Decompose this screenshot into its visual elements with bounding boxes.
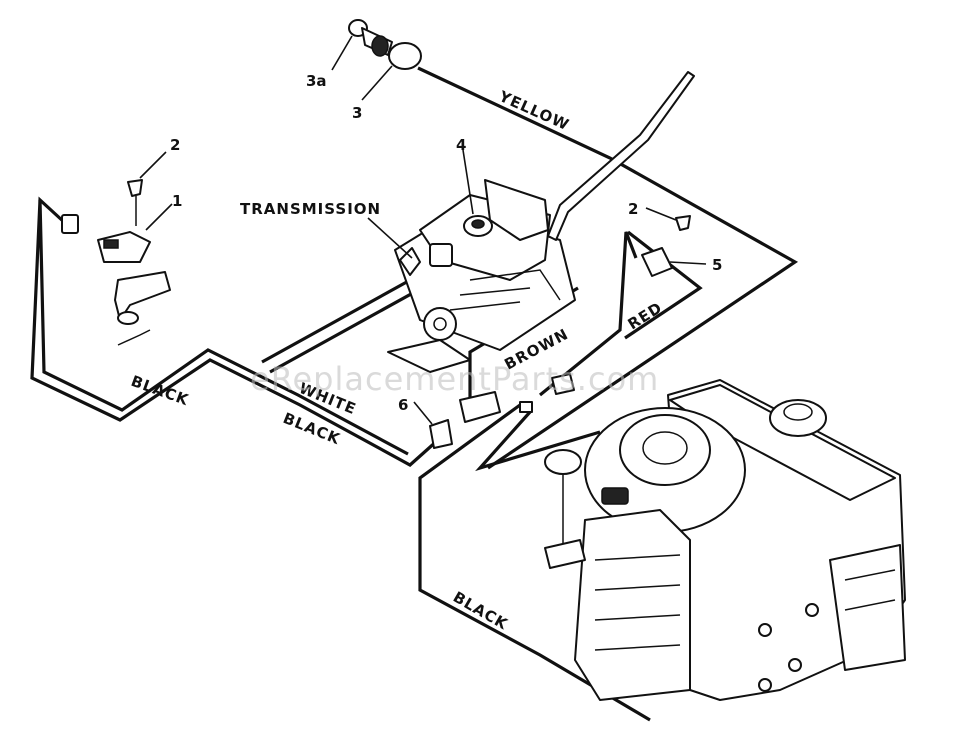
label-red: RED: [625, 298, 666, 333]
carburetor: [544, 539, 586, 569]
engine: [544, 379, 906, 701]
switch-bracket: [114, 271, 171, 321]
seat-switch-assembly: [61, 179, 171, 346]
leader-lines: [139, 35, 707, 425]
shift-lever: [547, 71, 695, 241]
screw-2-right: [675, 215, 691, 231]
fuel-cap: [769, 399, 827, 437]
callout-6: 6: [398, 396, 408, 414]
callout-5: 5: [712, 256, 722, 274]
ignition-switch: [348, 19, 422, 70]
recoil-starter: [619, 414, 711, 486]
label-transmission: TRANSMISSION: [240, 200, 381, 218]
callout-3: 3: [352, 104, 362, 122]
callout-2-right: 2: [628, 200, 638, 218]
engine-side: [574, 509, 691, 701]
callout-2-left: 2: [170, 136, 180, 154]
switch-tab: [103, 239, 119, 249]
connector-6: [429, 419, 453, 449]
yellow-wire: [417, 66, 799, 470]
dipstick-cap: [544, 449, 582, 475]
callout-3a: 3a: [306, 72, 327, 90]
switch-5-body: [641, 247, 673, 277]
black-wire-engine: [418, 403, 651, 722]
red-connector: [551, 373, 575, 395]
pto-switch: [641, 215, 691, 277]
transmission-unit: [387, 71, 695, 373]
small-connector: [519, 401, 533, 413]
brown-connector: [459, 391, 501, 423]
switch-spring: [117, 311, 139, 325]
callout-4: 4: [456, 136, 466, 154]
pulley: [423, 307, 457, 341]
connectors: [429, 373, 575, 449]
transmission-connector: [429, 243, 453, 267]
black-wire-left: [30, 196, 440, 467]
connector-plug: [61, 214, 79, 234]
muffler: [829, 544, 906, 671]
switch-barrel: [388, 42, 422, 70]
shift-plate: [484, 179, 549, 241]
screw-2-left: [127, 179, 143, 197]
watermark: eReplacementParts.com: [250, 360, 659, 398]
engine-connector: [601, 487, 629, 505]
callout-1: 1: [172, 192, 182, 210]
